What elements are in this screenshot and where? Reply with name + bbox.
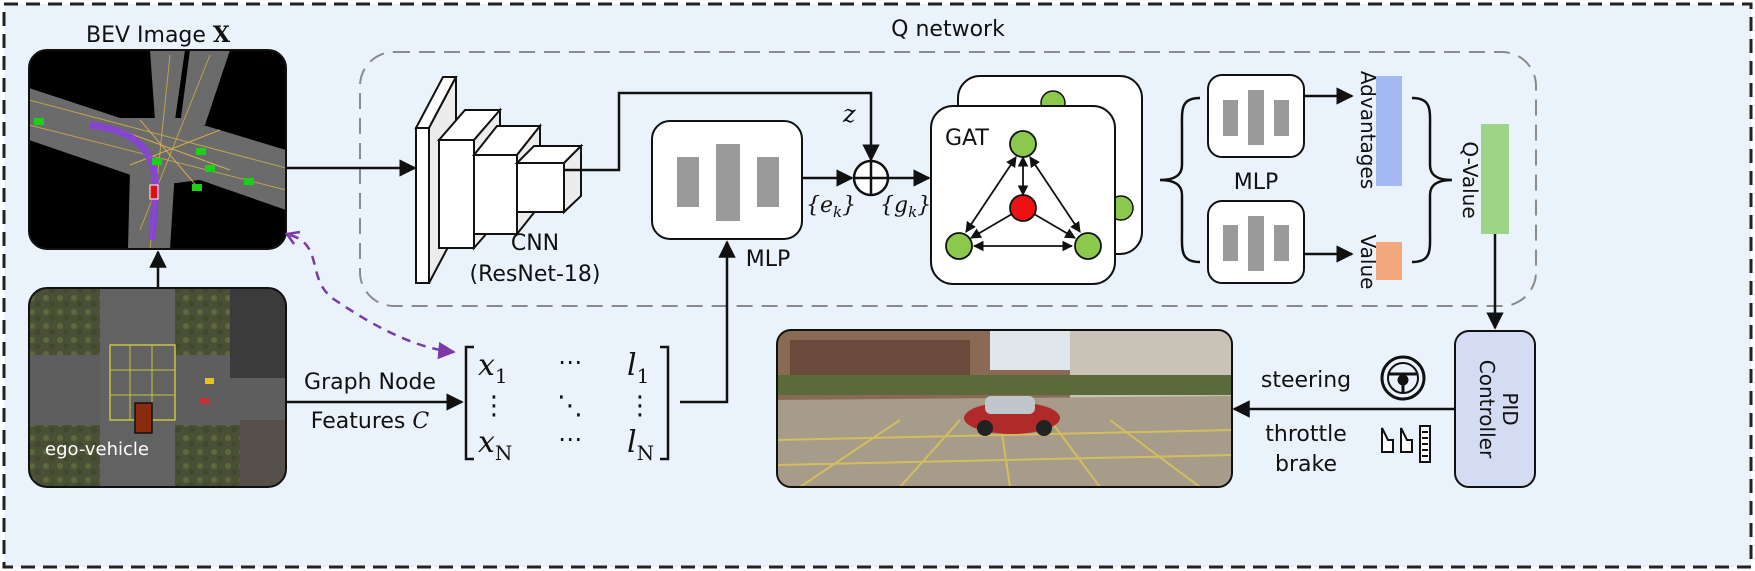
gat-label: GAT [945, 126, 989, 151]
z-label: z [842, 100, 856, 128]
qvalue-label: Q-Value [1458, 141, 1482, 218]
mlp-right-label: MLP [1234, 170, 1279, 195]
qvalue-bar [1481, 124, 1509, 234]
mlp-val-bar-2 [1248, 216, 1264, 271]
advantages-bar [1376, 76, 1402, 186]
e-k-label: {ek} [806, 193, 856, 221]
pedals-icon [1381, 425, 1431, 463]
matrix-mid-right: ⋮ [627, 391, 653, 421]
mlp-adv-bar-3 [1274, 100, 1289, 136]
dashed-bev-to-matrix [289, 233, 456, 360]
mlp-main-bar-3 [757, 157, 779, 207]
arrow-cnn-to-oplus [564, 91, 880, 172]
q-network-label: Q network [891, 17, 1005, 42]
pid-line1: PID [1498, 392, 1522, 425]
matrix-top-left: x1 [478, 348, 508, 388]
steering-label: steering [1261, 368, 1351, 393]
mlp-main-label: MLP [746, 247, 791, 272]
ego-aerial-image: ego-vehicle [28, 287, 287, 488]
brace-right [1411, 96, 1453, 264]
resnet-label: (ResNet-18) [469, 262, 600, 287]
features-label: Features C [311, 409, 430, 434]
graph-node-label: Graph Node [304, 370, 436, 395]
matrix-mid-mid: ⋱ [557, 391, 583, 421]
matrix-bot-mid: ⋯ [558, 425, 582, 453]
matrix-bot-left: xN [478, 425, 512, 465]
bev-title: BEV Image X [86, 22, 231, 48]
matrix-bot-right: lN [627, 425, 654, 465]
mlp-main-bar-1 [677, 157, 699, 207]
brace-left [1159, 96, 1201, 264]
oplus-icon [852, 159, 890, 197]
feature-matrix: x1 ⋯ l1 ⋮ ⋱ ⋮ xN ⋯ lN [464, 345, 670, 465]
ego-vehicle-label: ego-vehicle [45, 439, 149, 460]
cnn-block [414, 76, 584, 284]
matrix-top-right: l1 [627, 348, 649, 388]
mlp-val-bar-1 [1223, 225, 1238, 261]
pid-line2: Controller [1475, 360, 1499, 459]
bev-image [28, 49, 287, 250]
mlp-adv-bar-1 [1223, 100, 1238, 136]
arrow-matrix-to-mlp [680, 240, 736, 404]
simulator-scene-image [776, 329, 1233, 488]
matrix-mid-left: ⋮ [481, 391, 507, 421]
dashed-arrow-tail-head [284, 230, 301, 245]
value-bar [1376, 242, 1402, 280]
gat-graph [945, 130, 1102, 260]
mlp-val-bar-3 [1274, 225, 1289, 261]
matrix-top-mid: ⋯ [558, 348, 582, 376]
g-k-label: {gk} [880, 193, 931, 221]
cnn-label: CNN [511, 231, 559, 256]
mlp-adv-bar-2 [1248, 90, 1264, 145]
mlp-main-bar-2 [716, 144, 740, 221]
throttle-label: throttle [1265, 422, 1347, 447]
brake-label: brake [1275, 452, 1337, 477]
steering-wheel-icon [1380, 355, 1426, 401]
